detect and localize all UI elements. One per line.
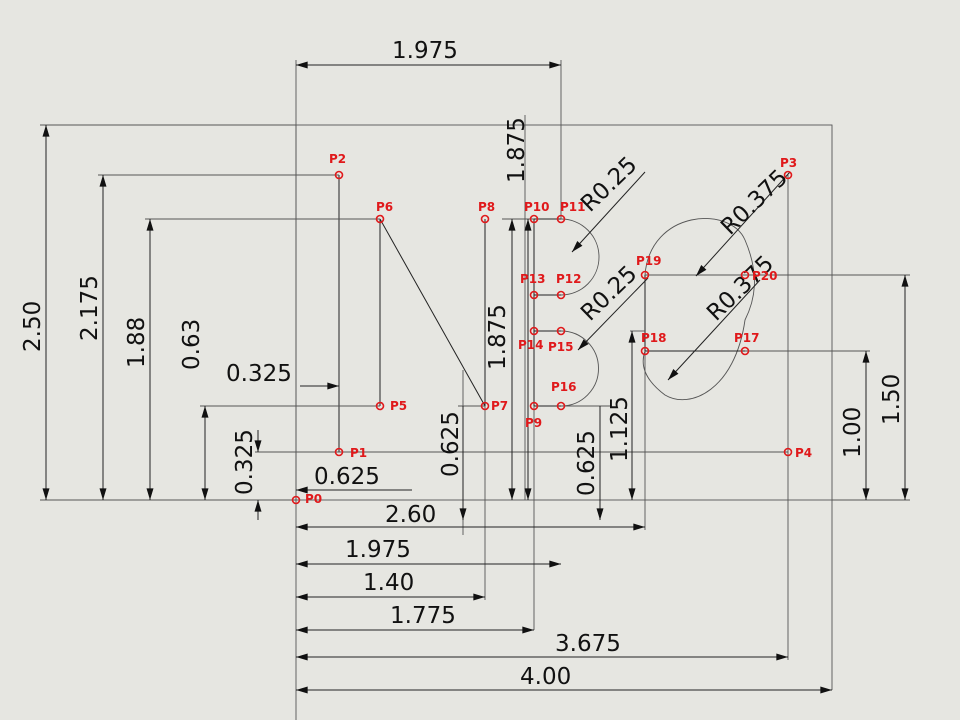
dim-b-3675[interactable]: 3.675 [555, 631, 621, 657]
dimension-lines [42, 61, 909, 694]
point-label-p4: P4 [795, 446, 812, 460]
point-label-p18: P18 [641, 331, 667, 345]
point-label-p9: P9 [525, 416, 542, 430]
point-marker-p3[interactable] [783, 170, 793, 180]
point-label-p13: P13 [520, 272, 546, 286]
point-marker-p18[interactable] [640, 346, 650, 356]
arc-r025-upper[interactable] [560, 218, 600, 296]
point-label-p5: P5 [390, 399, 407, 413]
point-label-p14: P14 [518, 338, 544, 352]
point-marker-p20[interactable] [740, 270, 750, 280]
arc-r025-lower[interactable] [560, 330, 599, 407]
dim-v-188[interactable]: 1.88 [124, 317, 150, 368]
point-label-p7: P7 [491, 399, 508, 413]
dim-b-260[interactable]: 2.60 [385, 502, 436, 528]
point-marker-p2[interactable] [334, 170, 344, 180]
dim-b-1775[interactable]: 1.775 [390, 603, 456, 629]
point-marker-p12[interactable] [556, 290, 566, 300]
dim-v-0625-b[interactable]: 0.625 [574, 430, 600, 496]
dim-r0375-b[interactable]: R0.375 [702, 251, 779, 327]
dim-b-1975[interactable]: 1.975 [345, 537, 411, 563]
point-marker-p10[interactable] [529, 214, 539, 224]
dim-h-0325[interactable]: 0.325 [226, 361, 292, 387]
dim-v-100[interactable]: 1.00 [840, 407, 866, 458]
dim-v-0325[interactable]: 0.325 [232, 429, 258, 495]
dim-b-140[interactable]: 1.40 [363, 570, 414, 596]
profile-p6-p7[interactable] [379, 218, 486, 407]
point-label-p3: P3 [780, 156, 797, 170]
dim-top-1975[interactable]: 1.975 [392, 38, 458, 64]
dim-r025-a[interactable]: R0.25 [576, 152, 642, 217]
point-marker-p4[interactable] [783, 447, 793, 457]
point-marker-p6[interactable] [375, 214, 385, 224]
dim-h-0625[interactable]: 0.625 [314, 464, 380, 490]
point-marker-p5[interactable] [375, 401, 385, 411]
point-label-p0: P0 [305, 492, 322, 506]
point-label-p20: P20 [752, 269, 778, 283]
point-marker-p7[interactable] [480, 401, 490, 411]
point-label-p11: P11 [560, 200, 586, 214]
point-label-p12: P12 [556, 272, 582, 286]
point-marker-p13[interactable] [529, 290, 539, 300]
point-marker-p17[interactable] [740, 346, 750, 356]
dim-b-400[interactable]: 4.00 [520, 664, 571, 690]
dim-v-0625-a[interactable]: 0.625 [438, 411, 464, 477]
point-marker-p11[interactable] [556, 214, 566, 224]
point-marker-p14[interactable] [529, 326, 539, 336]
point-marker-p1[interactable] [334, 447, 344, 457]
dim-v-1875-top[interactable]: 1.875 [504, 117, 530, 183]
point-label-p8: P8 [478, 200, 495, 214]
point-marker-p8[interactable] [480, 214, 490, 224]
point-label-p15: P15 [548, 340, 574, 354]
point-marker-p9[interactable] [529, 401, 539, 411]
dim-v-250[interactable]: 2.50 [20, 301, 46, 352]
point-marker-p16[interactable] [556, 401, 566, 411]
point-label-p2: P2 [329, 152, 346, 166]
point-label-p16: P16 [551, 380, 577, 394]
point-label-p6: P6 [376, 200, 393, 214]
point-marker-p0[interactable] [291, 495, 301, 505]
dim-v-1125[interactable]: 1.125 [607, 396, 633, 462]
point-label-p10: P10 [524, 200, 550, 214]
arc-r0375[interactable] [642, 218, 755, 401]
point-label-p1: P1 [350, 446, 367, 460]
plate-outline[interactable] [295, 124, 833, 501]
dim-v-063[interactable]: 0.63 [179, 319, 205, 370]
point-marker-p19[interactable] [640, 270, 650, 280]
dim-v-1875-mid[interactable]: 1.875 [485, 304, 511, 370]
dim-v-2175[interactable]: 2.175 [77, 275, 103, 341]
point-label-p19: P19 [636, 254, 662, 268]
point-label-p17: P17 [734, 331, 760, 345]
dim-v-150[interactable]: 1.50 [879, 374, 905, 425]
dim-r0375-a[interactable]: R0.375 [716, 165, 793, 241]
point-marker-p15[interactable] [556, 326, 566, 336]
